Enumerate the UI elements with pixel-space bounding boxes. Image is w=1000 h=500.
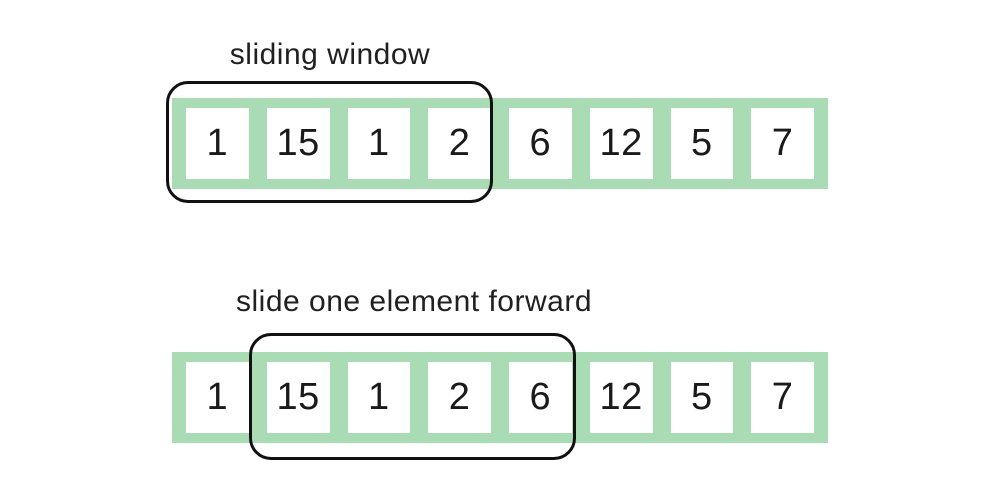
array-cell: 5	[670, 362, 734, 433]
array-cell: 1	[347, 362, 411, 433]
array-cell: 1	[347, 108, 411, 179]
diagram-1-title: sliding window	[229, 38, 431, 71]
array-cell: 5	[670, 108, 734, 179]
array-cell: 6	[509, 362, 572, 433]
array-cell: 15	[266, 108, 330, 179]
array-cell: 2	[428, 362, 491, 433]
array-cell: 2	[428, 108, 491, 179]
array-cell: 12	[589, 362, 653, 433]
array-cell: 15	[266, 362, 330, 433]
array-cell: 7	[751, 108, 814, 179]
window-outline-shifted	[249, 333, 576, 460]
array-cell: 1	[186, 108, 249, 179]
diagram-2-title: slide one element forward	[235, 285, 593, 318]
window-outline-initial	[166, 81, 493, 203]
array-cell: 7	[751, 362, 814, 433]
array-cell: 1	[186, 362, 249, 433]
array-cell: 6	[509, 108, 572, 179]
array-cell: 12	[589, 108, 653, 179]
